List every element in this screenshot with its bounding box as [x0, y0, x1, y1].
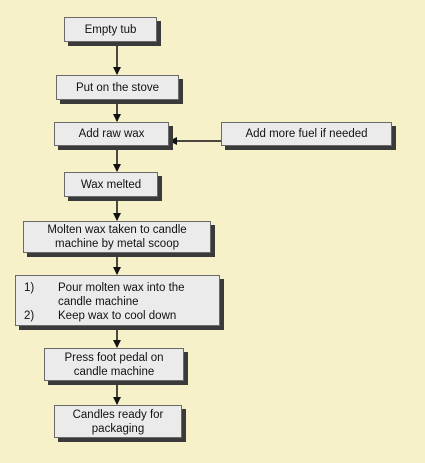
- step-add-more-fuel: Add more fuel if needed: [221, 122, 392, 146]
- step-candles-ready: Candles ready for packaging: [54, 405, 182, 438]
- step-wax-melted: Wax melted: [64, 172, 158, 197]
- step-label: Add raw wax: [78, 128, 145, 140]
- list-text: Pour molten wax into the candle machine: [58, 282, 185, 308]
- step-label: Press foot pedal on candle machine: [64, 351, 164, 378]
- step-label: Add more fuel if needed: [245, 128, 368, 140]
- list-number: 2): [24, 310, 35, 322]
- step-label: Candles ready for packaging: [72, 408, 164, 435]
- step-label: Put on the stove: [75, 81, 160, 94]
- list-item: 1) Pour molten wax into the candle machi…: [24, 281, 211, 309]
- step-empty-tub: Empty tub: [64, 17, 157, 42]
- step-add-raw-wax: Add raw wax: [54, 122, 169, 146]
- step-label: Wax melted: [80, 178, 142, 191]
- step-molten-wax-scoop: Molten wax taken to candle machine by me…: [23, 221, 211, 253]
- list-text: Keep wax to cool down: [58, 310, 177, 322]
- step-put-on-stove: Put on the stove: [56, 75, 179, 100]
- step-label: Empty tub: [84, 23, 137, 36]
- list-item: 2) Keep wax to cool down: [24, 309, 211, 323]
- step-label: Molten wax taken to candle machine by me…: [47, 224, 187, 250]
- list-number: 1): [24, 282, 35, 294]
- step-pour-and-cool: 1) Pour molten wax into the candle machi…: [15, 275, 220, 326]
- step-press-foot-pedal: Press foot pedal on candle machine: [44, 348, 184, 381]
